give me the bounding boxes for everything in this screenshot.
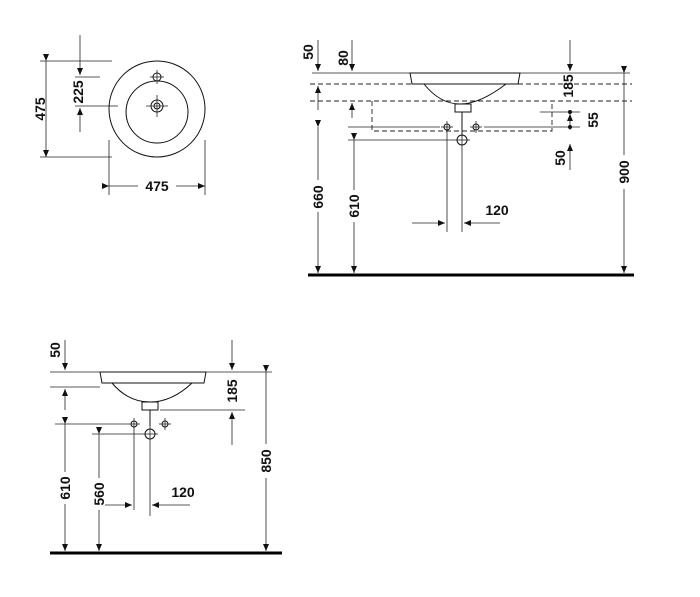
side-55-dim: 55 bbox=[585, 112, 601, 128]
side-660-dim: 660 bbox=[310, 185, 326, 209]
valve-right-icon-850 bbox=[159, 418, 171, 430]
top-height-dim: 475 bbox=[32, 97, 48, 121]
side2-120-dim: 120 bbox=[171, 484, 195, 500]
side-900-dim: 900 bbox=[616, 160, 632, 184]
side-50b-dim: 50 bbox=[552, 150, 568, 166]
side2-560-dim: 560 bbox=[91, 482, 107, 506]
side-185-dim: 185 bbox=[560, 74, 576, 98]
waste-outlet-850 bbox=[141, 401, 159, 411]
side-80-dim: 80 bbox=[335, 50, 351, 66]
valve-left-icon-850 bbox=[128, 418, 140, 430]
drain-icon bbox=[146, 95, 168, 117]
basin-profile-850 bbox=[99, 371, 207, 384]
valve-left-icon bbox=[441, 121, 453, 133]
valve-right-icon bbox=[470, 121, 482, 133]
basin-outer-circle bbox=[108, 60, 206, 158]
side-50-dim: 50 bbox=[300, 44, 316, 60]
side-view-900: 50 80 185 55 50 660 610 120 900 bbox=[300, 40, 634, 277]
drain-pipe-icon bbox=[454, 132, 470, 148]
side-610-dim: 610 bbox=[346, 194, 362, 218]
tap-hole-icon bbox=[150, 70, 164, 84]
side-120-dim: 120 bbox=[485, 202, 509, 218]
top-offset-dim: 225 bbox=[70, 80, 86, 104]
top-width-dim: 475 bbox=[145, 178, 169, 194]
drain-pipe-icon-850 bbox=[142, 426, 158, 442]
waste-outlet bbox=[454, 103, 472, 113]
basin-profile bbox=[409, 72, 521, 85]
side2-610-dim: 610 bbox=[57, 476, 73, 500]
top-view: 475 225 475 bbox=[32, 35, 206, 195]
side-view-850: 50 185 610 560 120 850 bbox=[47, 340, 282, 555]
side2-850-dim: 850 bbox=[258, 449, 274, 473]
side2-185-dim: 185 bbox=[224, 379, 240, 403]
side2-50-dim: 50 bbox=[47, 342, 63, 358]
